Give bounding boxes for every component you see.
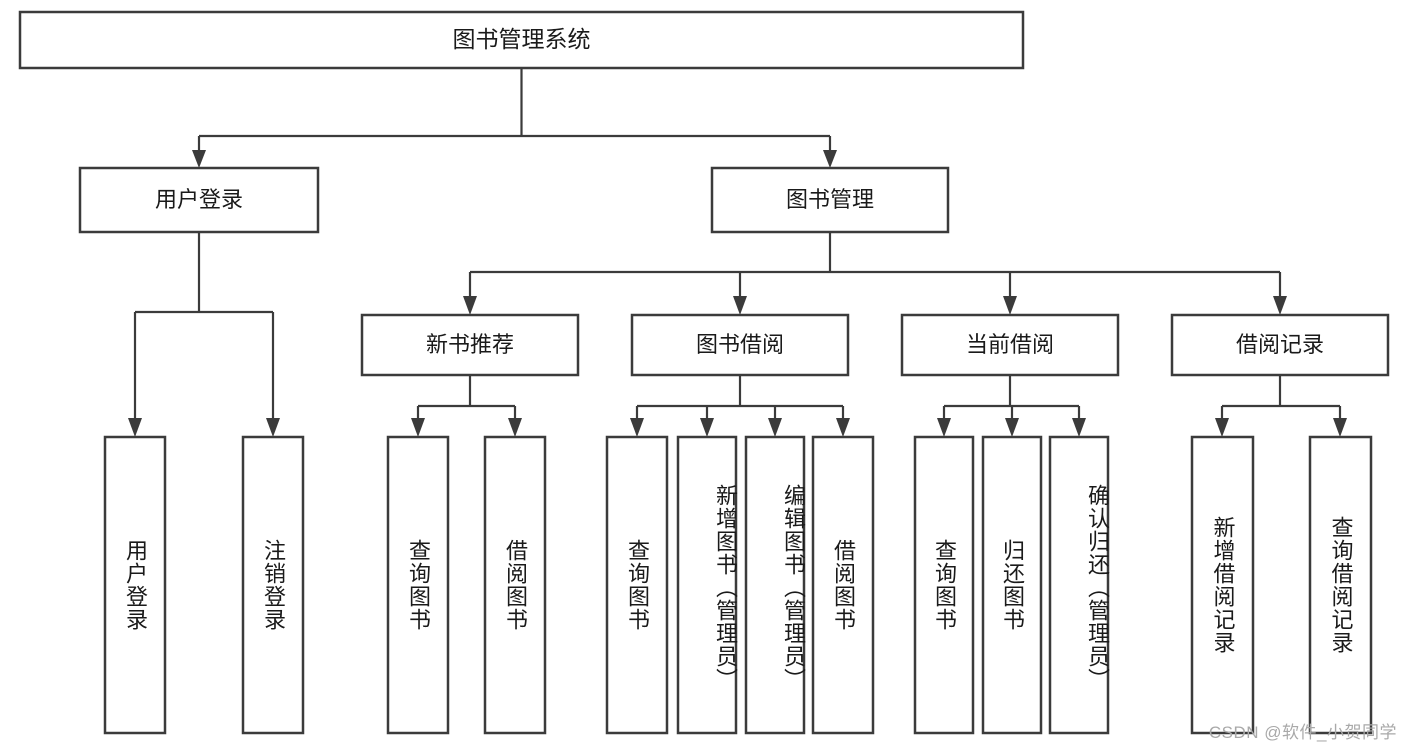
node-leaf-borrow-book-recommend-box[interactable] xyxy=(483,435,547,735)
node-book-management-label: 图书管理 xyxy=(786,187,874,212)
node-leaf-query-borrow-record-box[interactable] xyxy=(1308,435,1373,735)
edge-group-user-login-to-leaves xyxy=(128,232,280,437)
arrowhead-leaf-borrow-book-recommend xyxy=(508,418,522,437)
edge-group-book-management-to-level3 xyxy=(463,232,1287,315)
csdn-watermark: CSDN @软件_小贺同学 xyxy=(1208,723,1397,742)
arrowhead-current-borrow xyxy=(1003,296,1017,315)
arrowhead-leaf-borrow-book xyxy=(836,418,850,437)
node-new-book-recommend-box[interactable] xyxy=(360,313,580,377)
node-leaf-borrow-book-box[interactable] xyxy=(811,435,875,735)
node-user-login-box[interactable] xyxy=(78,166,320,234)
arrowhead-leaf-query-book-recommend xyxy=(411,418,425,437)
arrowhead-leaf-user-logout xyxy=(266,418,280,437)
node-leaf-return-book-box[interactable] xyxy=(981,435,1043,735)
node-leaf-confirm-return-admin-box[interactable] xyxy=(1048,435,1110,735)
node-current-borrow[interactable]: 当前借阅 xyxy=(900,313,1120,377)
arrowhead-leaf-return-book xyxy=(1005,418,1019,437)
node-leaf-edit-book-admin-box[interactable] xyxy=(744,435,806,735)
arrowhead-user-login xyxy=(192,150,206,168)
arrowhead-book-borrow xyxy=(733,296,747,315)
node-leaf-add-borrow-record-box[interactable] xyxy=(1190,435,1255,735)
edge-group-borrow-record-to-leaves xyxy=(1215,375,1347,437)
node-book-management[interactable]: 图书管理 xyxy=(710,166,950,234)
node-new-book-recommend-label: 新书推荐 xyxy=(426,332,514,357)
arrowhead-leaf-add-book-admin xyxy=(700,418,714,437)
node-book-management-box[interactable] xyxy=(710,166,950,234)
node-leaf-query-book-current-box[interactable] xyxy=(913,435,975,735)
node-book-borrow[interactable]: 图书借阅 xyxy=(630,313,850,377)
edge-group-root-to-level2 xyxy=(192,68,837,168)
arrowhead-new-book-recommend xyxy=(463,296,477,315)
arrowhead-leaf-query-book-current xyxy=(937,418,951,437)
arrowhead-leaf-user-login xyxy=(128,418,142,437)
node-current-borrow-box[interactable] xyxy=(900,313,1120,377)
node-borrow-record-box[interactable] xyxy=(1170,313,1390,377)
edge-group-new-book-to-leaves xyxy=(411,375,522,437)
node-user-login[interactable]: 用户登录 xyxy=(78,166,320,234)
node-leaf-add-book-admin-box[interactable] xyxy=(676,435,738,735)
arrowhead-leaf-query-book-borrow xyxy=(630,418,644,437)
node-user-login-label: 用户登录 xyxy=(155,187,243,212)
arrowhead-borrow-record xyxy=(1273,296,1287,315)
edge-group-current-borrow-to-leaves xyxy=(937,375,1086,437)
node-borrow-record-label: 借阅记录 xyxy=(1236,332,1324,357)
arrowhead-leaf-confirm-return-admin xyxy=(1072,418,1086,437)
node-root[interactable]: 图书管理系统 xyxy=(18,10,1025,70)
node-leaf-user-login-box[interactable] xyxy=(103,435,167,735)
node-book-borrow-box[interactable] xyxy=(630,313,850,377)
arrowhead-leaf-edit-book-admin xyxy=(768,418,782,437)
node-leaf-user-logout-box[interactable] xyxy=(241,435,305,735)
node-book-borrow-label: 图书借阅 xyxy=(696,332,784,357)
node-borrow-record[interactable]: 借阅记录 xyxy=(1170,313,1390,377)
arrowhead-book-management xyxy=(823,150,837,168)
node-current-borrow-label: 当前借阅 xyxy=(966,332,1054,357)
edge-group-book-borrow-to-leaves xyxy=(630,375,850,437)
node-root-label: 图书管理系统 xyxy=(453,26,591,52)
node-root-box[interactable] xyxy=(18,10,1025,70)
arrowhead-leaf-query-borrow-record xyxy=(1333,418,1347,437)
node-leaf-query-book-borrow-box[interactable] xyxy=(605,435,669,735)
node-leaf-query-book-recommend-box[interactable] xyxy=(386,435,450,735)
node-new-book-recommend[interactable]: 新书推荐 xyxy=(360,313,580,377)
arrowhead-leaf-add-borrow-record xyxy=(1215,418,1229,437)
leaf-boxes-group xyxy=(103,435,1373,735)
